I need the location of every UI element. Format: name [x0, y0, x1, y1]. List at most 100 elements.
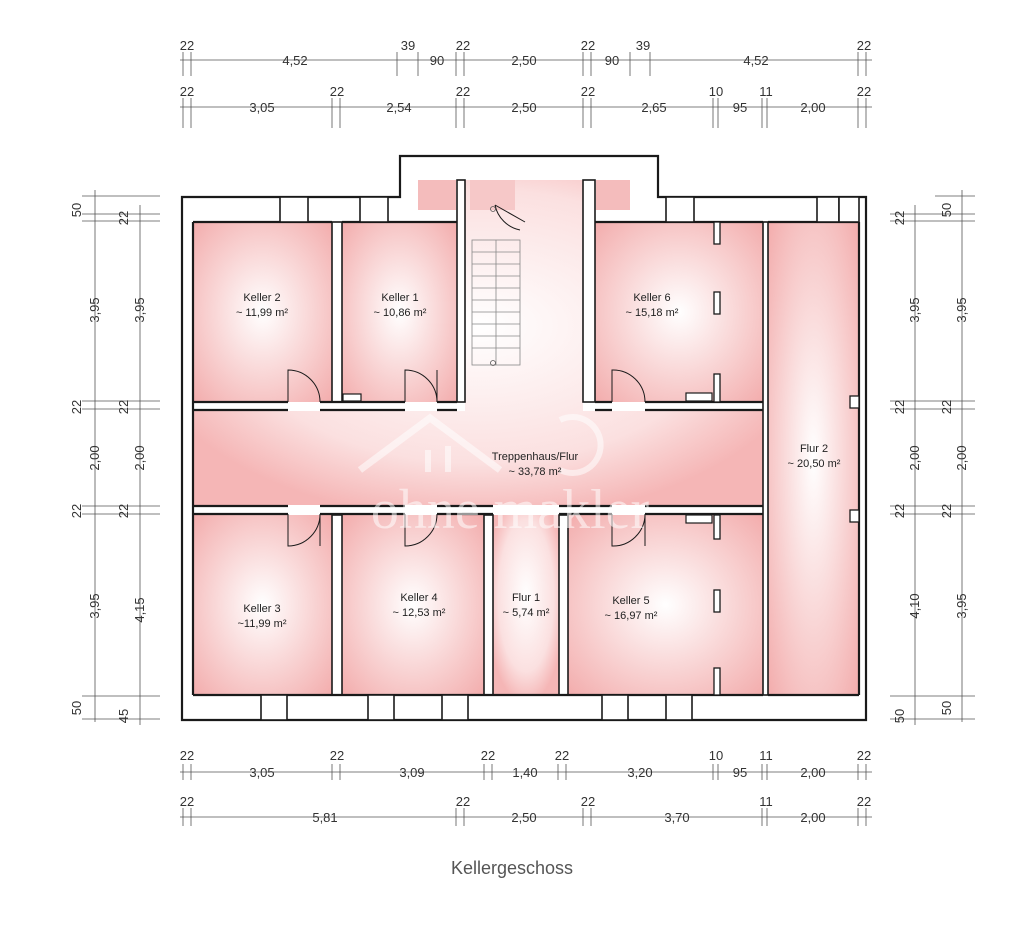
room-keller-3: [193, 515, 332, 695]
dimension-bottom-row-1: 22 3,05 22 3,09 22 1,40 22 3,20 10 95 11…: [180, 748, 872, 780]
dim-label: 3,95: [954, 297, 969, 322]
dim-label: 22: [939, 400, 954, 414]
dim-label: 5,81: [312, 810, 337, 825]
dim-label: 2,00: [954, 445, 969, 470]
dim-label: 1,40: [512, 765, 537, 780]
floor-plan: 22 4,52 39 90 22 2,50 22 90 39 4,52 22 2…: [69, 38, 975, 826]
dim-label: 22: [69, 400, 84, 414]
building: ohne makler Keller 2 ~ 11,99 m² Keller 1…: [180, 154, 868, 722]
dim-label: 2,00: [800, 810, 825, 825]
dim-label: 3,95: [954, 593, 969, 618]
room-area: ~11,99 m²: [237, 618, 286, 630]
dim-label: 95: [733, 765, 747, 780]
dim-label: 3,95: [907, 297, 922, 322]
dim-label: 2,00: [87, 445, 102, 470]
dim-label: 2,50: [511, 100, 536, 115]
dim-label: 22: [892, 400, 907, 414]
room-flur-2: [768, 222, 859, 695]
dim-label: 22: [69, 504, 84, 518]
stairs: [471, 206, 521, 366]
room-name: Flur 1: [512, 592, 540, 604]
dim-label: 90: [430, 53, 444, 68]
dim-label: 22: [116, 504, 131, 518]
dim-label: 11: [759, 794, 773, 809]
dim-label: 22: [481, 748, 495, 763]
dim-label: 22: [456, 38, 470, 53]
dim-label: 4,52: [282, 53, 307, 68]
room-name: Keller 1: [381, 292, 418, 304]
dimension-bottom-row-2: 22 5,81 22 2,50 22 3,70 11 2,00 22: [180, 794, 872, 826]
dim-label: 2,00: [132, 445, 147, 470]
dim-label: 3,20: [627, 765, 652, 780]
room-area: ~ 10,86 m²: [374, 307, 427, 319]
dim-label: 4,10: [907, 593, 922, 618]
dim-label: 3,05: [249, 765, 274, 780]
dim-label: 3,95: [132, 297, 147, 322]
dim-label: 90: [605, 53, 619, 68]
dim-label: 2,54: [386, 100, 411, 115]
dimension-left-col-2: 22 3,95 2,00 22 4,15 45: [116, 205, 147, 725]
room-keller-2: [193, 222, 332, 402]
dim-label: 22: [116, 400, 131, 414]
room-name: Keller 3: [243, 603, 280, 615]
dim-label: 3,09: [399, 765, 424, 780]
dim-label: 2,00: [800, 765, 825, 780]
room-name: Keller 2: [243, 292, 280, 304]
dim-label: 50: [69, 203, 84, 217]
dim-label: 3,05: [249, 100, 274, 115]
dim-label: 50: [939, 701, 954, 715]
room-area: ~ 16,97 m²: [605, 610, 658, 622]
room-area: ~ 15,18 m²: [626, 307, 679, 319]
dim-label: 22: [555, 748, 569, 763]
dim-label: 22: [581, 794, 595, 809]
dim-label: 22: [581, 84, 595, 99]
room-area: ~ 33,78 m²: [509, 466, 562, 478]
room-name: Keller 4: [400, 592, 437, 604]
dim-label: 10: [709, 84, 723, 99]
dimension-right-col-2: 50 3,95 22 2,00 22 3,95 50: [939, 190, 969, 722]
room-area: ~ 5,74 m²: [503, 607, 550, 619]
dim-label: 2,65: [641, 100, 666, 115]
dim-label: 3,95: [87, 297, 102, 322]
dim-label: 22: [330, 84, 344, 99]
room-area: ~ 20,50 m²: [788, 458, 841, 470]
dim-label: 2,00: [800, 100, 825, 115]
dim-label: 22: [892, 504, 907, 518]
dim-label: 50: [69, 701, 84, 715]
dim-label: 95: [733, 100, 747, 115]
room-keller-5: [568, 515, 763, 695]
dim-label: 22: [330, 748, 344, 763]
dim-label: 39: [401, 38, 415, 53]
dim-label: 4,15: [132, 597, 147, 622]
dim-label: 2,50: [511, 53, 536, 68]
dim-label: 50: [939, 203, 954, 217]
dimension-left-col-1: 50 22 3,95 22 2,00 22 3,95 50: [69, 190, 160, 722]
dimension-top-row-1: 22 4,52 39 90 22 2,50 22 90 39 4,52 22: [180, 38, 872, 76]
dimension-right-col-1: 22 3,95 22 2,00 22 4,10 50: [890, 195, 975, 725]
dim-label: 22: [116, 211, 131, 225]
dim-label: 22: [892, 211, 907, 225]
room-keller-1: [342, 222, 457, 402]
dim-label: 22: [180, 748, 194, 763]
dim-label: 22: [857, 794, 871, 809]
room-area: ~ 11,99 m²: [236, 307, 288, 319]
dim-label: 11: [759, 748, 773, 763]
dim-label: 22: [180, 38, 194, 53]
dim-label: 10: [709, 748, 723, 763]
dim-label: 11: [759, 84, 773, 99]
dim-label: 22: [456, 84, 470, 99]
room-flur-1: [493, 515, 559, 695]
dim-label: 2,50: [511, 810, 536, 825]
room-treppenhaus-flur: [193, 180, 763, 505]
dim-label: 22: [456, 794, 470, 809]
dim-label: 2,00: [907, 445, 922, 470]
dim-label: 39: [636, 38, 650, 53]
room-name: Flur 2: [800, 443, 828, 455]
room-name: Keller 6: [633, 292, 670, 304]
dim-label: 22: [857, 84, 871, 99]
dim-label: 4,52: [743, 53, 768, 68]
dimension-top-row-2: 22 3,05 22 2,54 22 2,50 22 2,65 10 95 11…: [180, 84, 872, 128]
room-keller-6: [595, 222, 763, 402]
room-keller-4: [342, 515, 484, 695]
room-area: ~ 12,53 m²: [393, 607, 446, 619]
